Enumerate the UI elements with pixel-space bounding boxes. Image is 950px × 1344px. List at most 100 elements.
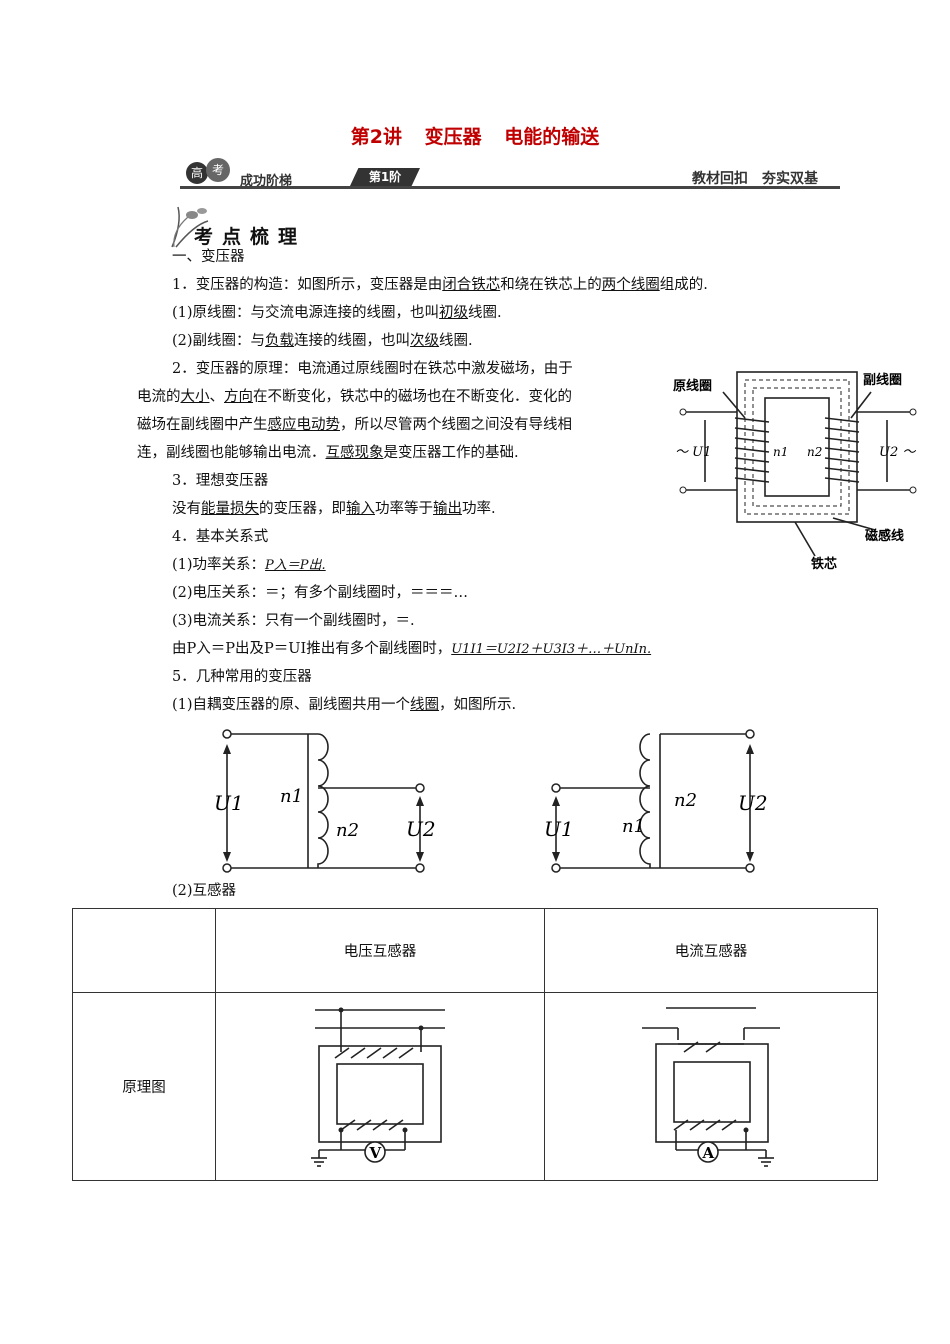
item1-2-text-c: 线圈. bbox=[439, 333, 473, 349]
item5-1-b: ，如图所示. bbox=[439, 697, 517, 713]
title-part1: 第2讲 bbox=[350, 126, 402, 148]
item2-l2-b: 、 bbox=[209, 389, 225, 405]
page-title: 第2讲 变压器 电能的输送 bbox=[0, 122, 950, 149]
item2-line4: 连，副线圈也能够输出电流．互感现象是变压器工作的基础. bbox=[137, 442, 519, 464]
table-header-row: 电压互感器 电流互感器 bbox=[72, 908, 878, 993]
item3-1-term1: 能量损失 bbox=[201, 501, 259, 517]
fig2-right-u1: U1 bbox=[544, 817, 574, 841]
fig2-left-n1: n1 bbox=[280, 786, 303, 807]
item2-l3-b: ，所以尽管两个线圈之间没有导线相 bbox=[340, 417, 572, 433]
item1-2-text-a: (2)副线圈：与 bbox=[172, 333, 266, 349]
fig1-u2-label: U2 ～ bbox=[879, 445, 916, 460]
item5-2: (2)互感器 bbox=[172, 883, 237, 899]
fig1-flux-label: 磁感线 bbox=[865, 528, 904, 544]
item4-4: 由P入＝P出及P＝UI推出有多个副线圈时，U1I1＝U2I2＋U3I3＋…＋Un… bbox=[172, 638, 651, 661]
item5-1-a: (1)自耦变压器的原、副线圈共用一个 bbox=[172, 697, 411, 713]
item3-1-a: 没有 bbox=[172, 501, 201, 517]
item3-1-d: 功率. bbox=[462, 501, 496, 517]
fig2-right-n1: n1 bbox=[622, 816, 645, 837]
banner-step: 第1阶 bbox=[350, 168, 420, 186]
item1-coil-term: 两个线圈 bbox=[601, 277, 660, 293]
current-transformer-diagram: A bbox=[642, 1006, 780, 1167]
orchid-icon bbox=[168, 203, 228, 249]
fig2-left-u2: U2 bbox=[406, 817, 436, 841]
fig2-left-u1: U1 bbox=[214, 791, 244, 815]
table-row: 原理图 bbox=[72, 992, 878, 1181]
banner-kao-badge: 考 bbox=[206, 158, 230, 182]
item2-line1: 2．变压器的原理：电流通过原线圈时在铁芯中激发磁场，由于 bbox=[172, 361, 573, 377]
fig1-n1-label: n1 bbox=[773, 445, 788, 459]
item3-1-b: 的变压器，即 bbox=[259, 501, 346, 517]
item2-l2-term2: 方向 bbox=[224, 389, 253, 405]
item2-line2: 电流的大小、方向在不断变化，铁芯中的磁场也在不断变化．变化的 bbox=[137, 386, 572, 408]
item4-4-formula: U1I1＝U2I2＋U3I3＋…＋UnIn. bbox=[451, 642, 652, 657]
fig1-u1-label: ～ U1 bbox=[675, 445, 711, 460]
item5-1: (1)自耦变压器的原、副线圈共用一个线圈，如图所示. bbox=[172, 694, 516, 716]
fig1-secondary-label: 副线圈 bbox=[863, 372, 902, 388]
ammeter-icon: A bbox=[702, 1144, 715, 1162]
title-part3: 电能的输送 bbox=[504, 126, 600, 148]
item1-text-c: 组成的. bbox=[659, 277, 708, 293]
item1-core-term: 闭合铁芯 bbox=[442, 277, 501, 293]
item4-4-a: 由P入＝P出及P＝UI推出有多个副线圈时， bbox=[172, 641, 452, 657]
section-banner: 高 考 成功阶梯 第1阶 教材回扣 夯实双基 bbox=[180, 158, 840, 196]
item2-l3-a: 磁场在副线圈中产生 bbox=[137, 417, 268, 433]
table-head-empty bbox=[72, 908, 216, 993]
item4-1-a: (1)功率关系： bbox=[172, 557, 266, 573]
item3-1: 没有能量损失的变压器，即输入功率等于输出功率. bbox=[172, 498, 496, 520]
item4: 4．基本关系式 bbox=[172, 529, 269, 545]
item1-2: (2)副线圈：与负载连接的线圈，也叫次级线圈. bbox=[172, 330, 473, 352]
item5-1-term: 线圈 bbox=[410, 697, 440, 713]
transformer-diagram: 原线圈 副线圈 磁感线 铁芯 ～ U1 U2 ～ n1 n2 bbox=[673, 371, 917, 572]
current-transformer-cell: A bbox=[544, 992, 878, 1181]
item4-1: (1)功率关系：P入＝P出. bbox=[172, 554, 326, 577]
voltmeter-icon: V bbox=[369, 1144, 382, 1162]
title-part2: 变压器 bbox=[424, 126, 482, 148]
item2-line3: 磁场在副线圈中产生感应电动势，所以尽管两个线圈之间没有导线相 bbox=[137, 414, 572, 436]
item2-l2-c: 在不断变化，铁芯中的磁场也在不断变化．变化的 bbox=[253, 389, 572, 405]
voltage-transformer-diagram: V bbox=[311, 1007, 445, 1167]
item1: 1．变压器的构造：如图所示，变压器是由闭合铁芯和绕在铁芯上的两个线圈组成的. bbox=[172, 274, 708, 296]
item2-l2-term1: 大小 bbox=[180, 389, 210, 405]
item1-2-text-b: 连接的线圈，也叫 bbox=[294, 333, 411, 349]
fig1-n2-label: n2 bbox=[807, 445, 822, 459]
autotransformer-diagram: U1 n1 n2 U2 U1 n1 n2 U2 bbox=[214, 729, 768, 873]
item4-3: (3)电流关系：只有一个副线圈时，＝. bbox=[172, 613, 415, 629]
item2-l2-a: 电流的 bbox=[137, 389, 181, 405]
fig2-left-n2: n2 bbox=[336, 820, 359, 841]
item5: 5．几种常用的变压器 bbox=[172, 669, 312, 685]
item1-text-b: 和绕在铁芯上的 bbox=[500, 277, 602, 293]
item3: 3．理想变压器 bbox=[172, 473, 269, 489]
fig1-core-label: 铁芯 bbox=[810, 556, 837, 572]
table-head-voltage: 电压互感器 bbox=[215, 908, 545, 993]
item1-1: (1)原线圈：与交流电源连接的线圈，也叫初级线圈. bbox=[172, 302, 502, 324]
banner-right: 教材回扣 夯实双基 bbox=[692, 171, 818, 187]
table-head-current: 电流互感器 bbox=[544, 908, 878, 993]
section-heading: 考点梳理 bbox=[194, 226, 307, 248]
table-row-label: 原理图 bbox=[72, 992, 216, 1181]
item1-2-term1: 负载 bbox=[265, 333, 295, 349]
item1-text-a: 1．变压器的构造：如图所示，变压器是由 bbox=[172, 277, 443, 293]
item4-2: (2)电压关系：＝；有多个副线圈时，＝＝＝… bbox=[172, 585, 469, 601]
voltage-transformer-cell: V bbox=[215, 992, 545, 1181]
transformer-table: 电压互感器 电流互感器 原理图 bbox=[72, 908, 878, 1181]
sec1-heading: 一、变压器 bbox=[172, 249, 245, 265]
item2-l4-a: 连，副线圈也能够输出电流． bbox=[137, 445, 326, 461]
item1-1-text-a: (1)原线圈：与交流电源连接的线圈，也叫 bbox=[172, 305, 440, 321]
item4-1-formula: P入＝P出. bbox=[265, 558, 326, 573]
item1-1-text-b: 线圈. bbox=[468, 305, 502, 321]
item3-1-term3: 输出 bbox=[433, 501, 462, 517]
item3-1-c: 功率等于 bbox=[375, 501, 433, 517]
item1-1-term: 初级 bbox=[439, 305, 469, 321]
fig1-primary-label: 原线圈 bbox=[673, 378, 712, 394]
item2-l4-term: 互感现象 bbox=[325, 445, 384, 461]
banner-gao-badge: 高 bbox=[186, 162, 208, 184]
item2-l4-b: 是变压器工作的基础. bbox=[383, 445, 519, 461]
fig2-right-n2: n2 bbox=[674, 790, 697, 811]
fig2-right-u2: U2 bbox=[738, 791, 768, 815]
banner-ladder: 成功阶梯 bbox=[240, 174, 293, 189]
item3-1-term2: 输入 bbox=[346, 501, 375, 517]
item1-2-term2: 次级 bbox=[410, 333, 440, 349]
banner-rule bbox=[180, 186, 840, 189]
item2-l3-term: 感应电动势 bbox=[267, 417, 341, 433]
